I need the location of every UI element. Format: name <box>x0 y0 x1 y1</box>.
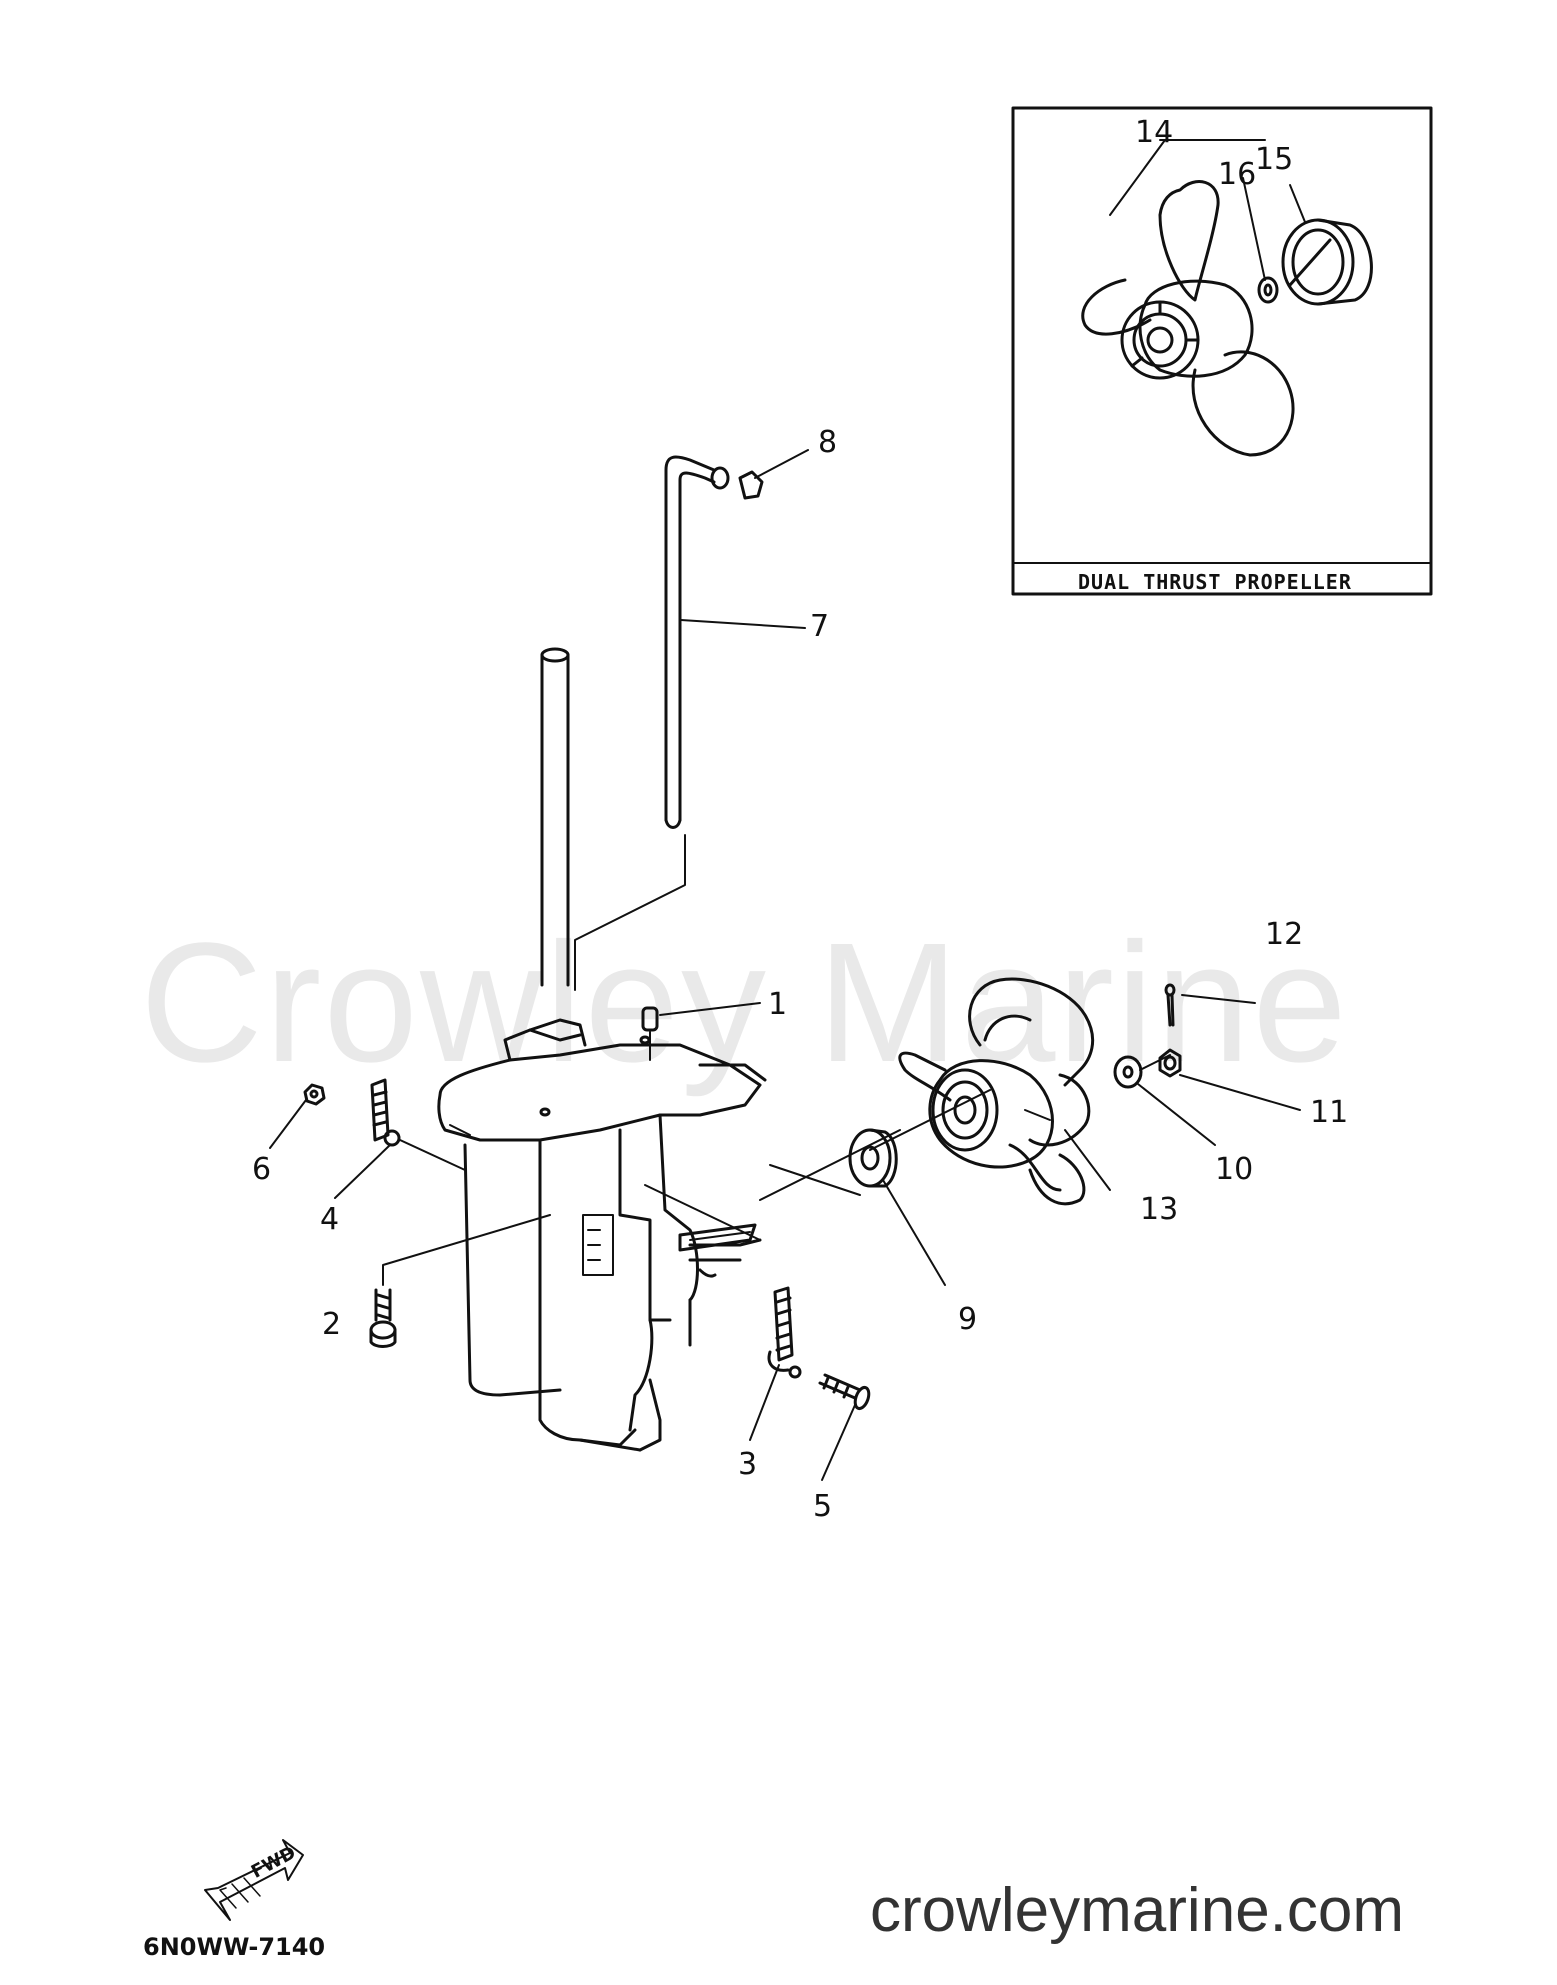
bolt-2-icon <box>369 1288 397 1348</box>
leader-6 <box>269 1099 307 1149</box>
callout-11: 11 <box>1310 1095 1349 1130</box>
inset-frame <box>1011 106 1433 596</box>
site-url[interactable]: crowleymarine.com <box>870 1876 1405 1945</box>
cotter-pin-12-icon <box>1164 983 1256 1027</box>
lower-unit-housing-icon <box>437 1018 767 1452</box>
leader-3 <box>749 1364 780 1441</box>
anode-3-icon <box>767 1286 802 1379</box>
callout-16: 16 <box>1218 157 1257 192</box>
washer-10-icon <box>1113 1055 1216 1146</box>
inset-washer-16-icon <box>1257 276 1279 304</box>
screw-5-icon <box>818 1373 871 1411</box>
callout-3: 3 <box>738 1447 758 1482</box>
propeller-shaft-icon <box>678 1223 757 1252</box>
callout-10: 10 <box>1215 1152 1254 1187</box>
nut-11-icon <box>1158 1048 1301 1111</box>
callout-13: 13 <box>1140 1192 1179 1227</box>
callout-9: 9 <box>958 1302 978 1337</box>
inset-caption: DUAL THRUST PROPELLER <box>1078 570 1352 594</box>
fwd-arrow-icon <box>204 1839 304 1921</box>
drive-shaft-icon <box>540 647 570 987</box>
inset-hub-15-icon <box>1281 218 1373 306</box>
diagram-code: 6N0WW-7140 <box>143 1933 326 1961</box>
callout-2: 2 <box>322 1307 342 1342</box>
thrust-washer-9-icon <box>848 1128 946 1286</box>
callout-6: 6 <box>252 1152 272 1187</box>
nut-6-icon <box>303 1083 326 1106</box>
grommet-8-icon <box>710 466 764 500</box>
water-tube-icon <box>664 455 806 829</box>
anode-4-icon <box>370 1078 466 1171</box>
callout-15: 15 <box>1255 142 1294 177</box>
callout-4: 4 <box>320 1202 340 1237</box>
propeller-13-icon <box>898 977 1111 1206</box>
leader-8 <box>754 449 809 479</box>
callout-14: 14 <box>1135 115 1174 150</box>
callout-12: 12 <box>1265 917 1304 952</box>
leader-5 <box>821 1404 856 1481</box>
callout-8: 8 <box>818 425 838 460</box>
callout-1: 1 <box>768 987 788 1022</box>
callout-5: 5 <box>813 1489 833 1524</box>
dual-thrust-propeller-icon <box>1081 180 1295 457</box>
plug-1-icon <box>641 1002 761 1032</box>
leader-4 <box>334 1144 391 1199</box>
assembly-leaders <box>382 834 1171 1286</box>
callout-7: 7 <box>810 609 830 644</box>
